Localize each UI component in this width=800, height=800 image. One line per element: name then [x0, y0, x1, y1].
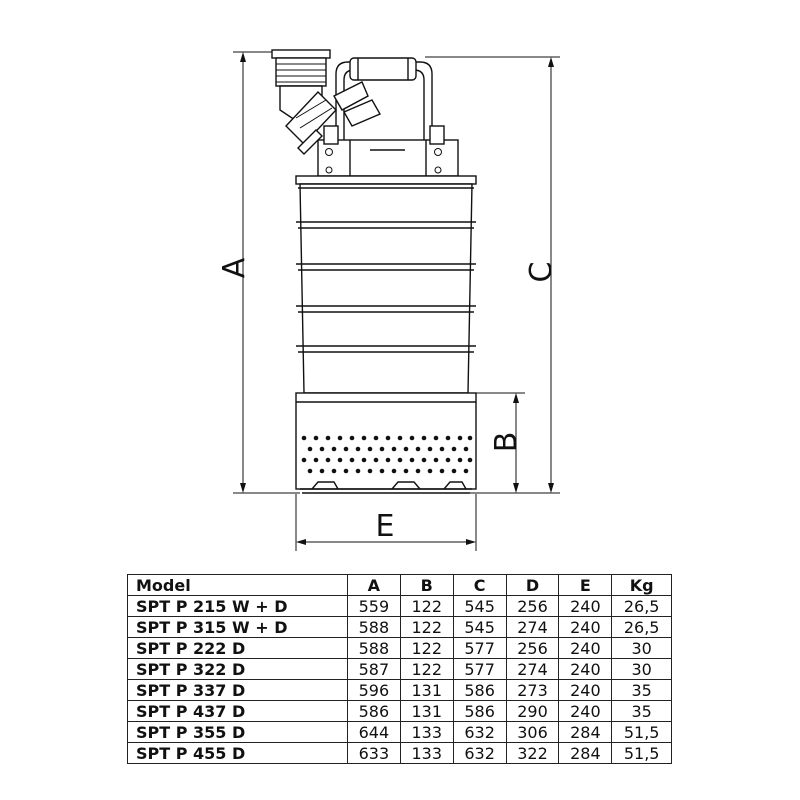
cell-d: 290 [505, 700, 560, 722]
dimension-b: B [472, 392, 525, 493]
table-row: SPT P 315 W + D 588 122 545 274 240 26,5 [127, 616, 672, 638]
cell-a: 559 [346, 595, 401, 617]
cell-model: SPT P 222 D [127, 637, 348, 659]
cell-e: 240 [558, 595, 613, 617]
cell-b: 122 [399, 658, 454, 680]
cell-c: 586 [452, 679, 507, 701]
cell-d: 274 [505, 658, 560, 680]
cell-b: 133 [399, 721, 454, 743]
cell-model: SPT P 355 D [127, 721, 348, 743]
dimension-a-label: A [217, 257, 252, 278]
cell-kg: 26,5 [611, 616, 672, 638]
cell-c: 545 [452, 595, 507, 617]
handle [323, 57, 445, 174]
dimension-c-label: C [524, 262, 559, 283]
table-row: SPT P 222 D 588 122 577 256 240 30 [127, 637, 672, 659]
cell-a: 644 [346, 721, 401, 743]
cell-kg: 30 [611, 637, 672, 659]
dimension-a: A [217, 51, 300, 494]
table-row: SPT P 355 D 644 133 632 306 284 51,5 [127, 721, 672, 743]
cell-kg: 35 [611, 700, 672, 722]
cell-a: 588 [346, 616, 401, 638]
cell-b: 122 [399, 616, 454, 638]
header-model: Model [127, 574, 348, 596]
cell-kg: 30 [611, 658, 672, 680]
table-row: SPT P 337 D 596 131 586 273 240 35 [127, 679, 672, 701]
cell-kg: 51,5 [611, 742, 672, 764]
table-row: SPT P 215 W + D 559 122 545 256 240 26,5 [127, 595, 672, 617]
cell-e: 284 [558, 742, 613, 764]
cell-c: 577 [452, 658, 507, 680]
table-header-row: Model A B C D E Kg [127, 574, 672, 596]
cell-c: 545 [452, 616, 507, 638]
cell-d: 256 [505, 595, 560, 617]
header-d: D [505, 574, 560, 596]
cell-a: 586 [346, 700, 401, 722]
housing-ribs [296, 221, 476, 353]
header-c: C [452, 574, 507, 596]
cell-a: 587 [346, 658, 401, 680]
cell-b: 122 [399, 637, 454, 659]
cell-c: 577 [452, 637, 507, 659]
cell-c: 586 [452, 700, 507, 722]
cell-kg: 51,5 [611, 721, 672, 743]
cell-e: 240 [558, 616, 613, 638]
cell-model: SPT P 215 W + D [127, 595, 348, 617]
pump-illustration [271, 49, 477, 494]
header-b: B [399, 574, 454, 596]
cell-kg: 26,5 [611, 595, 672, 617]
cell-e: 240 [558, 700, 613, 722]
header-kg: Kg [611, 574, 672, 596]
cell-b: 133 [399, 742, 454, 764]
cell-d: 256 [505, 637, 560, 659]
table-row: SPT P 437 D 586 131 586 290 240 35 [127, 700, 672, 722]
cell-b: 131 [399, 700, 454, 722]
cell-model: SPT P 337 D [127, 679, 348, 701]
cell-d: 306 [505, 721, 560, 743]
cell-model: SPT P 322 D [127, 658, 348, 680]
cell-a: 596 [346, 679, 401, 701]
cell-d: 274 [505, 616, 560, 638]
cell-d: 273 [505, 679, 560, 701]
table-row: SPT P 455 D 633 133 632 322 284 51,5 [127, 742, 672, 764]
dimension-b-label: B [489, 432, 524, 453]
cell-c: 632 [452, 742, 507, 764]
cell-e: 240 [558, 637, 613, 659]
cell-model: SPT P 455 D [127, 742, 348, 764]
dimension-e: E [295, 494, 477, 551]
cell-kg: 35 [611, 679, 672, 701]
cell-b: 122 [399, 595, 454, 617]
cell-b: 131 [399, 679, 454, 701]
dimension-c: C [425, 56, 560, 494]
cell-c: 632 [452, 721, 507, 743]
cell-e: 240 [558, 679, 613, 701]
cell-model: SPT P 315 W + D [127, 616, 348, 638]
header-a: A [346, 574, 401, 596]
pump-dimension-drawing: A C B E [217, 49, 560, 551]
cell-a: 633 [346, 742, 401, 764]
strainer-holes [301, 435, 473, 474]
dimensions-table: Model A B C D E Kg SPT P 215 W + D 559 1… [127, 574, 672, 764]
cell-e: 240 [558, 658, 613, 680]
cell-e: 284 [558, 721, 613, 743]
header-e: E [558, 574, 613, 596]
table-row: SPT P 322 D 587 122 577 274 240 30 [127, 658, 672, 680]
cell-model: SPT P 437 D [127, 700, 348, 722]
cell-d: 322 [505, 742, 560, 764]
discharge-outlet [271, 49, 381, 155]
dimension-e-label: E [376, 509, 395, 544]
cell-a: 588 [346, 637, 401, 659]
